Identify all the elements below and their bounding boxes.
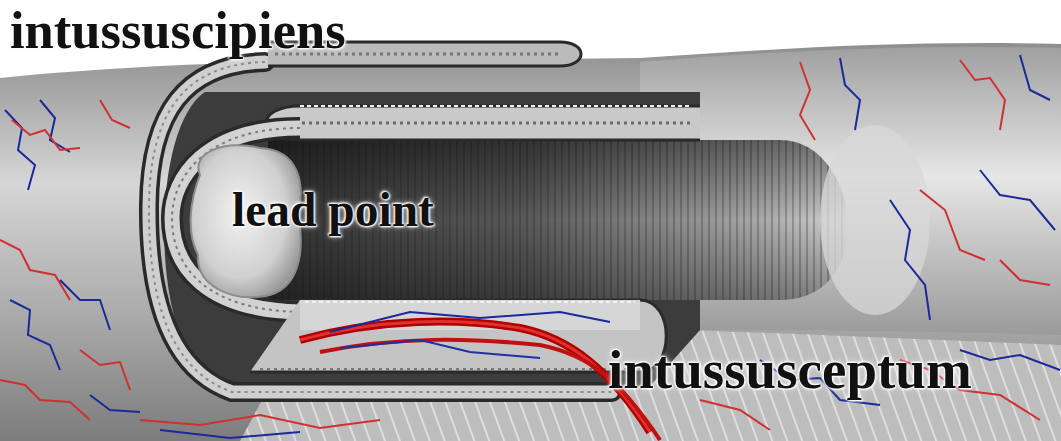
part-label: intussusceptum [608,340,972,401]
part-label: intussuscipiens [10,2,346,60]
part-label: lead point [232,184,434,236]
